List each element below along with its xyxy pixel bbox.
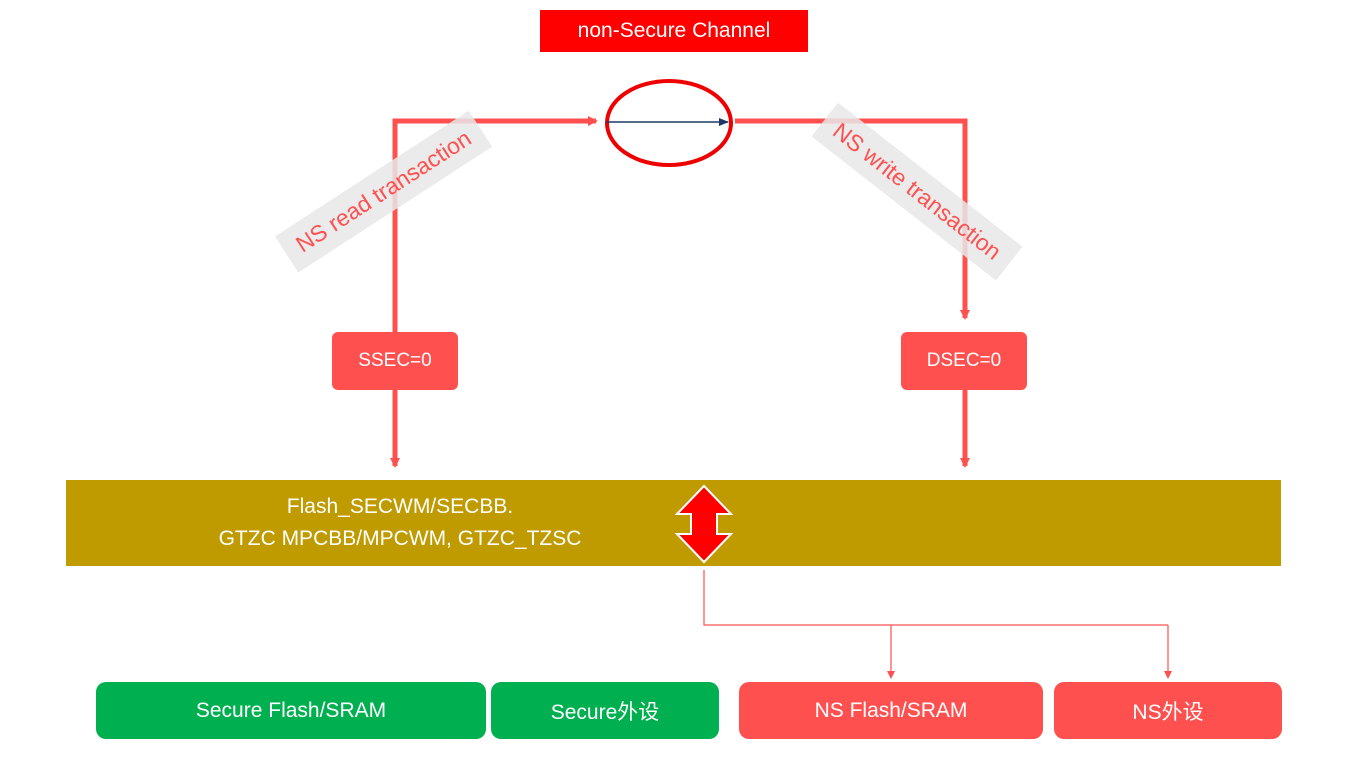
secure-peripheral-box: Secure外设	[491, 682, 719, 739]
ns-peripheral-box: NS外设	[1054, 682, 1282, 739]
security-config-band	[66, 480, 1281, 566]
ssec-badge: SSEC=0	[332, 332, 458, 390]
channel-title: non-Secure Channel	[540, 10, 808, 52]
band-line-1: Flash_SECWM/SECBB.	[286, 495, 514, 518]
channel-ellipse	[605, 79, 733, 167]
ns-branch-lines	[703, 570, 1168, 626]
secure-flash-sram-box: Secure Flash/SRAM	[96, 682, 486, 739]
band-text: Flash_SECWM/SECBB. GTZC MPCBB/MPCWM, GTZ…	[160, 491, 640, 555]
dsec-badge: DSEC=0	[901, 332, 1027, 390]
ns-flash-sram-box: NS Flash/SRAM	[739, 682, 1043, 739]
band-line-2: GTZC MPCBB/MPCWM, GTZC_TZSC	[218, 527, 582, 550]
read-path-arrow	[392, 116, 598, 332]
bidirectional-arrow-icon	[674, 484, 734, 564]
